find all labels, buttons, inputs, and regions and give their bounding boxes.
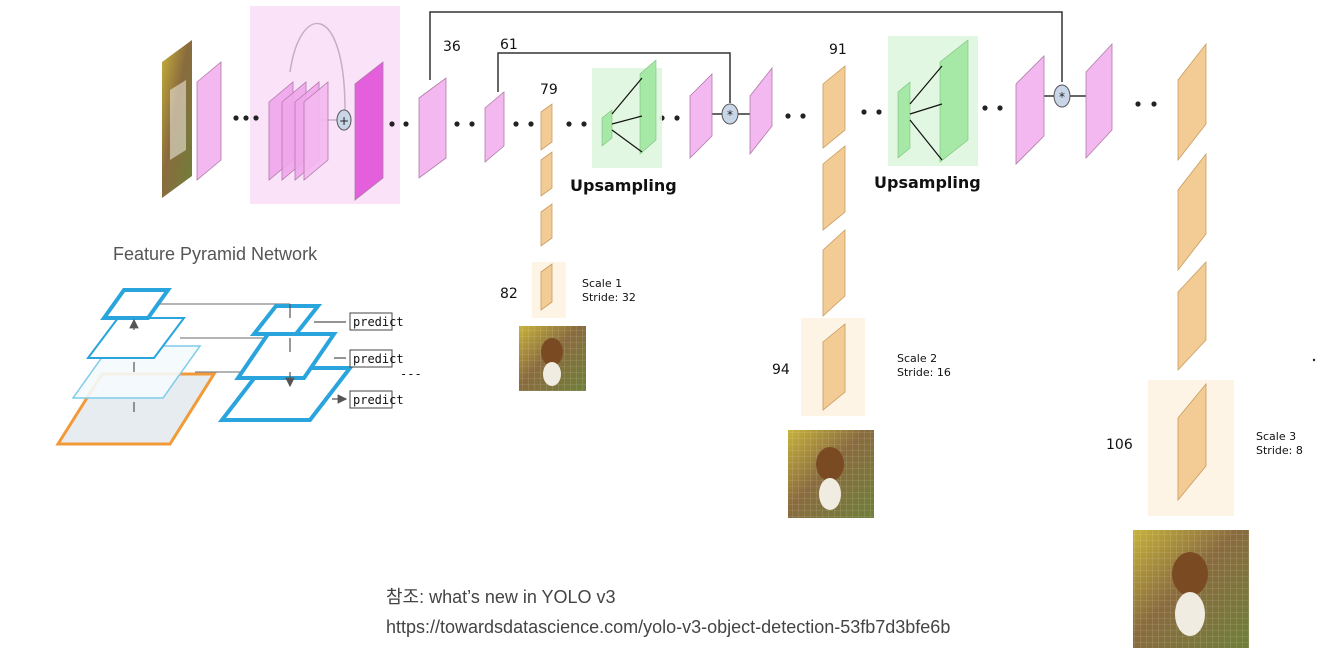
- scale-3-image: [1133, 530, 1249, 648]
- continuation-dots: [233, 101, 1316, 362]
- scale-1-column: [532, 103, 566, 318]
- feature-layers: [196, 42, 1113, 201]
- layer-82: [540, 263, 553, 311]
- layer-36: [418, 77, 447, 179]
- layer-labels: 36 61 79 82 91 94 106: [443, 37, 1133, 453]
- predict-box: [349, 390, 393, 409]
- layer-label-91: 91: [829, 42, 847, 58]
- fpn-level-2: [86, 317, 186, 359]
- scale-2-column: [801, 65, 865, 416]
- layer-pink: [689, 73, 713, 159]
- layer-79: [540, 103, 553, 151]
- layer-pink: [196, 61, 222, 181]
- layer-pink: [1085, 42, 1113, 160]
- scale-1-stride: Stride: 32: [582, 291, 636, 304]
- layer-pink: [303, 81, 329, 181]
- layer-label-94: 94: [772, 362, 790, 378]
- fpn-title: Feature Pyramid Network: [113, 244, 318, 264]
- scale-1-image: [519, 326, 586, 391]
- layer-label-61: 61: [500, 37, 518, 53]
- scale-1-label: Scale 1: [582, 277, 622, 290]
- skip-connection-36: [429, 11, 1063, 82]
- scale-2-image: [788, 430, 874, 518]
- layer-magenta: [354, 61, 384, 201]
- layer-61: [484, 91, 505, 163]
- scale-3-column: [1148, 42, 1234, 516]
- fpn-top-down-1: [249, 304, 323, 336]
- concat-operator-symbol: *: [1059, 90, 1065, 104]
- layer-tan: [540, 151, 553, 197]
- layer-106: [1177, 382, 1207, 502]
- scale-3-stride: Stride: 8: [1256, 444, 1303, 457]
- upsampling-label-1: Upsampling: [570, 176, 677, 195]
- predict-label: predict: [353, 315, 404, 329]
- reference-url[interactable]: https://towardsdatascience.com/yolo-v3-o…: [386, 617, 950, 637]
- upsampling-label-2: Upsampling: [874, 173, 981, 192]
- scale-2-label: Scale 2: [897, 352, 937, 365]
- upsampling-block-2: [888, 36, 978, 166]
- predict-label: predict: [353, 393, 404, 407]
- add-operator: +: [336, 109, 352, 131]
- predict-box: [349, 312, 393, 331]
- fpn-ellipsis: ---: [400, 367, 422, 381]
- layer-label-36: 36: [443, 39, 461, 55]
- input-image: [162, 40, 192, 198]
- layer-tan: [1177, 260, 1207, 372]
- fpn-level-1: [100, 288, 172, 320]
- scale-3-label: Scale 3: [1256, 430, 1296, 443]
- scale-labels: Scale 1 Stride: 32 Scale 2 Stride: 16 Sc…: [582, 277, 1303, 457]
- layer-tan: [822, 229, 846, 317]
- layer-tan: [540, 203, 553, 247]
- add-operator-symbol: +: [339, 114, 349, 128]
- layer-pink: [749, 66, 773, 156]
- layer-tan: [1177, 42, 1207, 162]
- concat-operator: *: [1053, 84, 1071, 108]
- predict-label: predict: [353, 352, 404, 366]
- predict-box: [349, 349, 393, 368]
- layer-pink: [1015, 55, 1045, 165]
- layer-91: [822, 65, 846, 149]
- upsampling-block-1: [592, 59, 662, 168]
- layer-label-82: 82: [500, 286, 518, 302]
- layer-94: [822, 323, 846, 411]
- reference-title: 참조: what’s new in YOLO v3: [386, 587, 616, 607]
- layer-tan: [1177, 152, 1207, 272]
- concat-operator-symbol: *: [727, 108, 733, 122]
- skip-connection-61: [497, 52, 731, 103]
- layer-label-79: 79: [540, 82, 558, 98]
- concat-operator: *: [721, 103, 739, 125]
- layer-tan: [822, 145, 846, 231]
- scale-2-stride: Stride: 16: [897, 366, 951, 379]
- fpn-diagram: predict predict predict ---: [55, 288, 422, 446]
- layer-label-106: 106: [1106, 437, 1133, 453]
